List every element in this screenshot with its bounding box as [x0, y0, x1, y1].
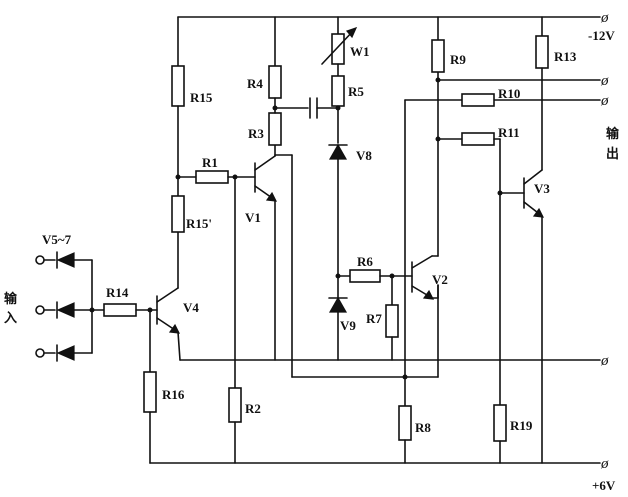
input-terminal-2	[35, 305, 45, 315]
resistor-R4	[268, 65, 282, 99]
label-input-2: 入	[4, 311, 17, 326]
label-R15: R15	[190, 90, 213, 105]
label-V5-7: V5~7	[42, 232, 72, 247]
label-R9: R9	[450, 52, 466, 67]
label-input-1: 输	[4, 291, 18, 307]
label-R13: R13	[554, 49, 577, 64]
resistor-R15-prime	[171, 195, 185, 233]
label-R6: R6	[357, 254, 373, 269]
zener-V8-icon	[328, 143, 348, 160]
terminal-neg12: ø	[600, 10, 609, 26]
label-R15-prime: R15'	[186, 216, 212, 231]
zener-V9-icon	[328, 296, 348, 313]
stage-V3: R13 V3	[499, 16, 577, 464]
label-V4: V4	[183, 300, 199, 315]
input-terminal-1	[35, 255, 45, 265]
resistor-R14	[103, 303, 137, 317]
diode-V7-icon	[56, 345, 75, 361]
potentiometer-W1	[331, 33, 345, 65]
rails	[149, 16, 601, 464]
diode-V6-icon	[56, 302, 75, 318]
label-neg12v: -12V	[588, 28, 615, 43]
label-R2: R2	[245, 401, 261, 416]
terminals: ø ø ø ø ø -12V +6V 输 出	[588, 10, 620, 493]
label-output-2: 出	[606, 146, 619, 162]
label-R11: R11	[498, 125, 520, 140]
V1-emitter-arrow-icon	[265, 191, 278, 202]
label-R10: R10	[498, 86, 520, 101]
resistor-R7	[385, 304, 399, 338]
resistor-R11	[461, 132, 495, 146]
label-W1: W1	[350, 44, 370, 59]
label-R5: R5	[348, 84, 364, 99]
resistor-R3	[268, 112, 282, 146]
resistor-R5	[331, 75, 345, 107]
label-V3: V3	[534, 181, 550, 196]
label-R4: R4	[247, 76, 263, 91]
label-R7: R7	[366, 311, 382, 326]
label-R19: R19	[510, 418, 533, 433]
label-V1: V1	[245, 210, 261, 225]
label-R1: R1	[202, 155, 218, 170]
resistor-R1	[195, 170, 229, 184]
label-V9: V9	[340, 318, 356, 333]
W1-adjust-arrow-icon	[321, 29, 355, 65]
label-V8: V8	[356, 148, 372, 163]
resistor-R2	[228, 387, 242, 423]
resistor-R16	[143, 371, 157, 413]
label-R16: R16	[162, 387, 185, 402]
V3-emitter-arrow-icon	[532, 207, 545, 218]
terminal-out2: ø	[600, 93, 609, 109]
resistor-R13	[535, 35, 549, 69]
terminal-out1: ø	[600, 73, 609, 89]
label-R3: R3	[248, 126, 264, 141]
label-R14: R14	[106, 285, 129, 300]
stage-V4: V4 R15 R15' R16	[143, 16, 213, 464]
resistor-R8	[398, 405, 412, 441]
resistor-R10	[461, 93, 495, 107]
V2-emitter-arrow-icon	[422, 289, 435, 300]
label-V2: V2	[432, 272, 448, 287]
input-terminal-3	[35, 348, 45, 358]
diode-V5-icon	[56, 252, 75, 268]
label-pos6v: +6V	[592, 478, 616, 493]
resistor-R9	[431, 39, 445, 73]
stage-V2: V2 R9 R10 R8 R11 R19	[398, 16, 533, 464]
reference-chain: W1 R5 V8 V9 R6 R7	[321, 16, 413, 361]
V4-emitter-arrow-icon	[168, 323, 181, 334]
resistor-R6	[349, 269, 381, 283]
resistor-R15	[171, 65, 185, 107]
resistor-R19	[493, 404, 507, 442]
terminal-ground: ø	[600, 353, 609, 369]
terminal-pos6: ø	[600, 456, 609, 472]
input-section: 输 入 V5~7 R14	[4, 232, 158, 362]
label-output-1: 输	[606, 126, 620, 142]
stage-V1: R1 R2 V1 R3 R4	[177, 16, 439, 464]
label-R8: R8	[415, 420, 431, 435]
